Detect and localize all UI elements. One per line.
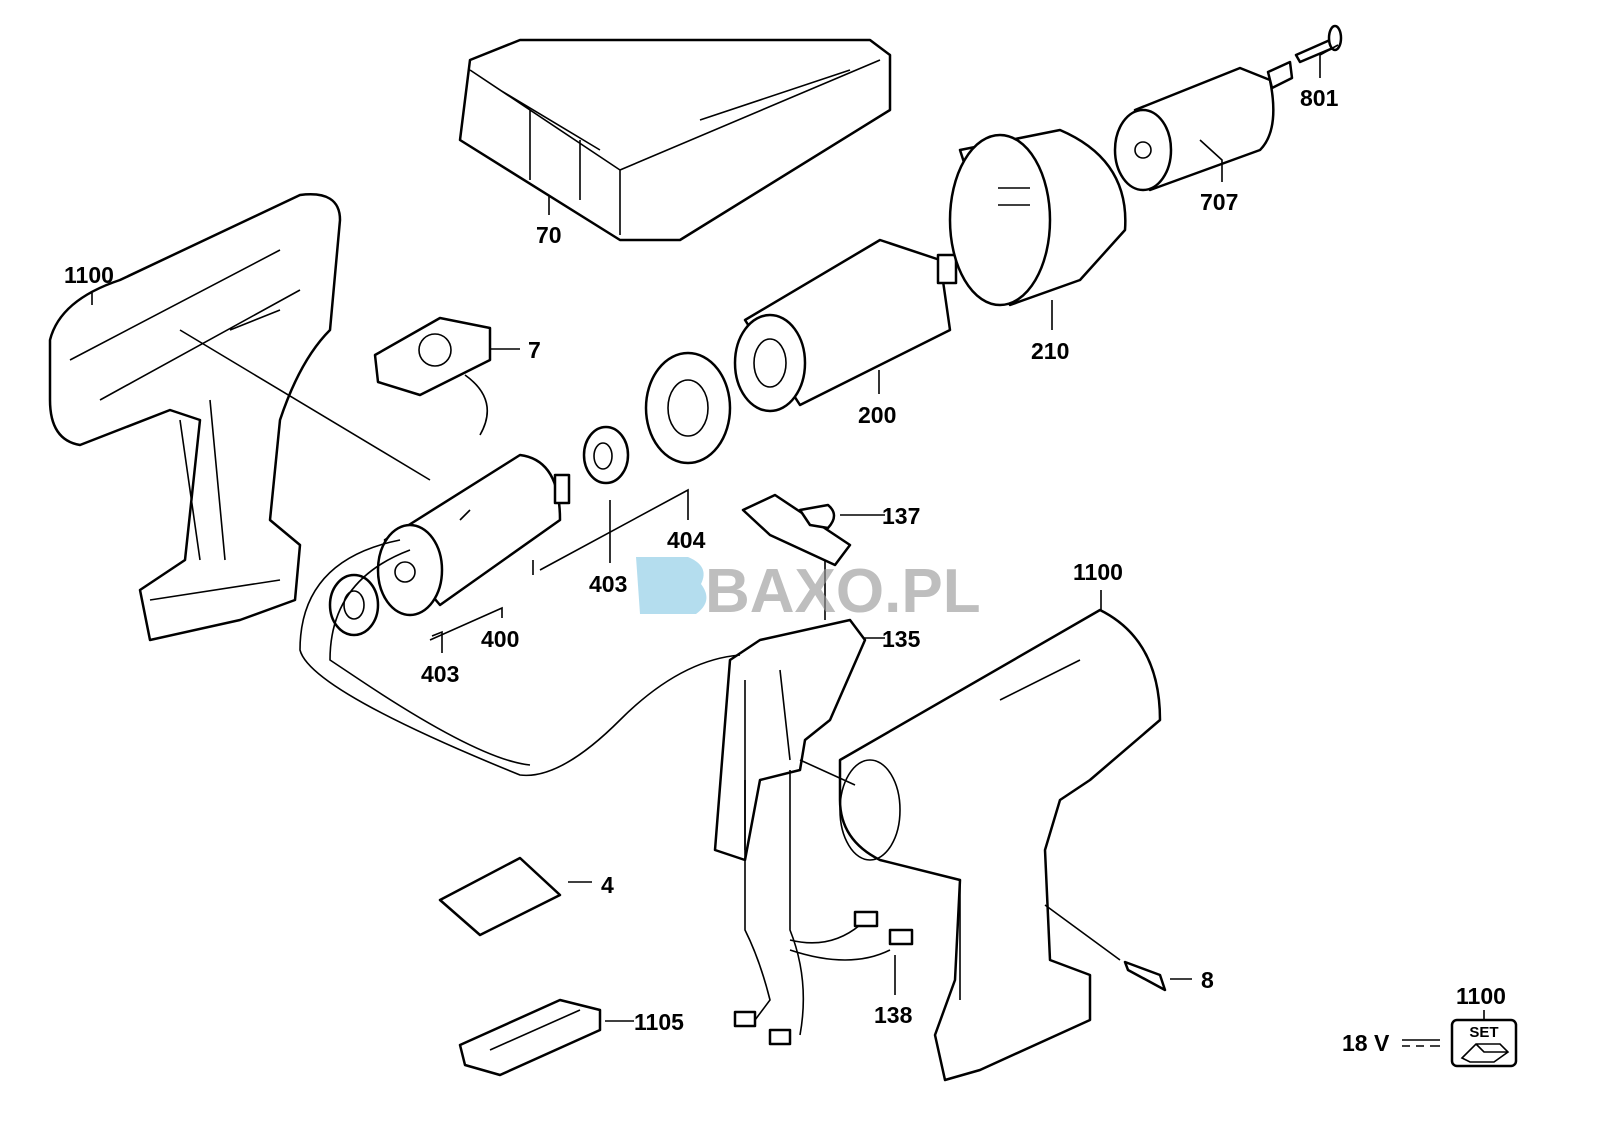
watermark: BAXO.PL <box>636 557 981 626</box>
wire-harness-138 <box>744 770 891 1036</box>
connector <box>888 928 914 946</box>
connector <box>768 1028 792 1046</box>
part-label-403-lower: 403 <box>421 661 459 687</box>
part-label-403-upper: 403 <box>589 571 627 597</box>
part-label-1105: 1105 <box>634 1009 684 1035</box>
part-label-8: 8 <box>1201 967 1214 993</box>
screw-801 <box>1294 24 1343 64</box>
box-icon <box>1460 1043 1510 1063</box>
part-label-1100-left: 1100 <box>64 262 114 288</box>
watermark-text: BAXO.PL <box>705 557 981 626</box>
gearbox-200 <box>733 238 958 413</box>
chuck-707 <box>1113 60 1294 192</box>
housing-complete-right <box>838 608 1162 1082</box>
part-label-70: 70 <box>536 222 562 248</box>
watermark-logo <box>636 557 707 614</box>
part-label-138: 138 <box>874 1002 913 1028</box>
carrying-case <box>458 38 892 242</box>
screw-8 <box>1123 960 1167 992</box>
bearing-bore <box>593 442 613 470</box>
part-label-210: 210 <box>1031 338 1069 364</box>
motor-400 <box>376 453 571 617</box>
part-label-7: 7 <box>528 337 541 363</box>
part-label-1100-right: 1100 <box>1073 559 1123 585</box>
switch-7 <box>373 316 492 436</box>
bearing-403-lower <box>328 573 380 637</box>
part-label-4: 4 <box>601 872 614 898</box>
part-label-1100-set: 1100 <box>1456 983 1506 1009</box>
rating-plate-4 <box>438 856 562 937</box>
switch-135 <box>713 618 867 862</box>
connector <box>853 910 879 928</box>
actuator-137 <box>741 493 852 567</box>
part-label-404: 404 <box>667 527 706 553</box>
housing-half-left <box>48 193 342 642</box>
connector <box>733 1010 757 1028</box>
bearing-403-upper <box>582 425 630 485</box>
terminal-block-1105 <box>458 998 602 1077</box>
part-label-400: 400 <box>481 626 519 652</box>
part-label-801: 801 <box>1300 85 1339 111</box>
set-badge-text: SET <box>1469 1024 1498 1041</box>
part-label-137: 137 <box>882 503 920 529</box>
part-label-707: 707 <box>1200 189 1238 215</box>
leader-lines <box>91 44 1485 1022</box>
nose-cone-210 <box>948 128 1127 307</box>
voltage-label: 18 V <box>1342 1030 1390 1056</box>
dc-symbol-icon <box>1402 1039 1440 1047</box>
bearing-bore <box>343 590 365 620</box>
set-badge: SET <box>1450 1018 1518 1068</box>
wire-harness <box>299 539 741 777</box>
part-label-135: 135 <box>882 626 921 652</box>
motor-plate-404 <box>644 351 732 465</box>
part-label-200: 200 <box>858 402 896 428</box>
